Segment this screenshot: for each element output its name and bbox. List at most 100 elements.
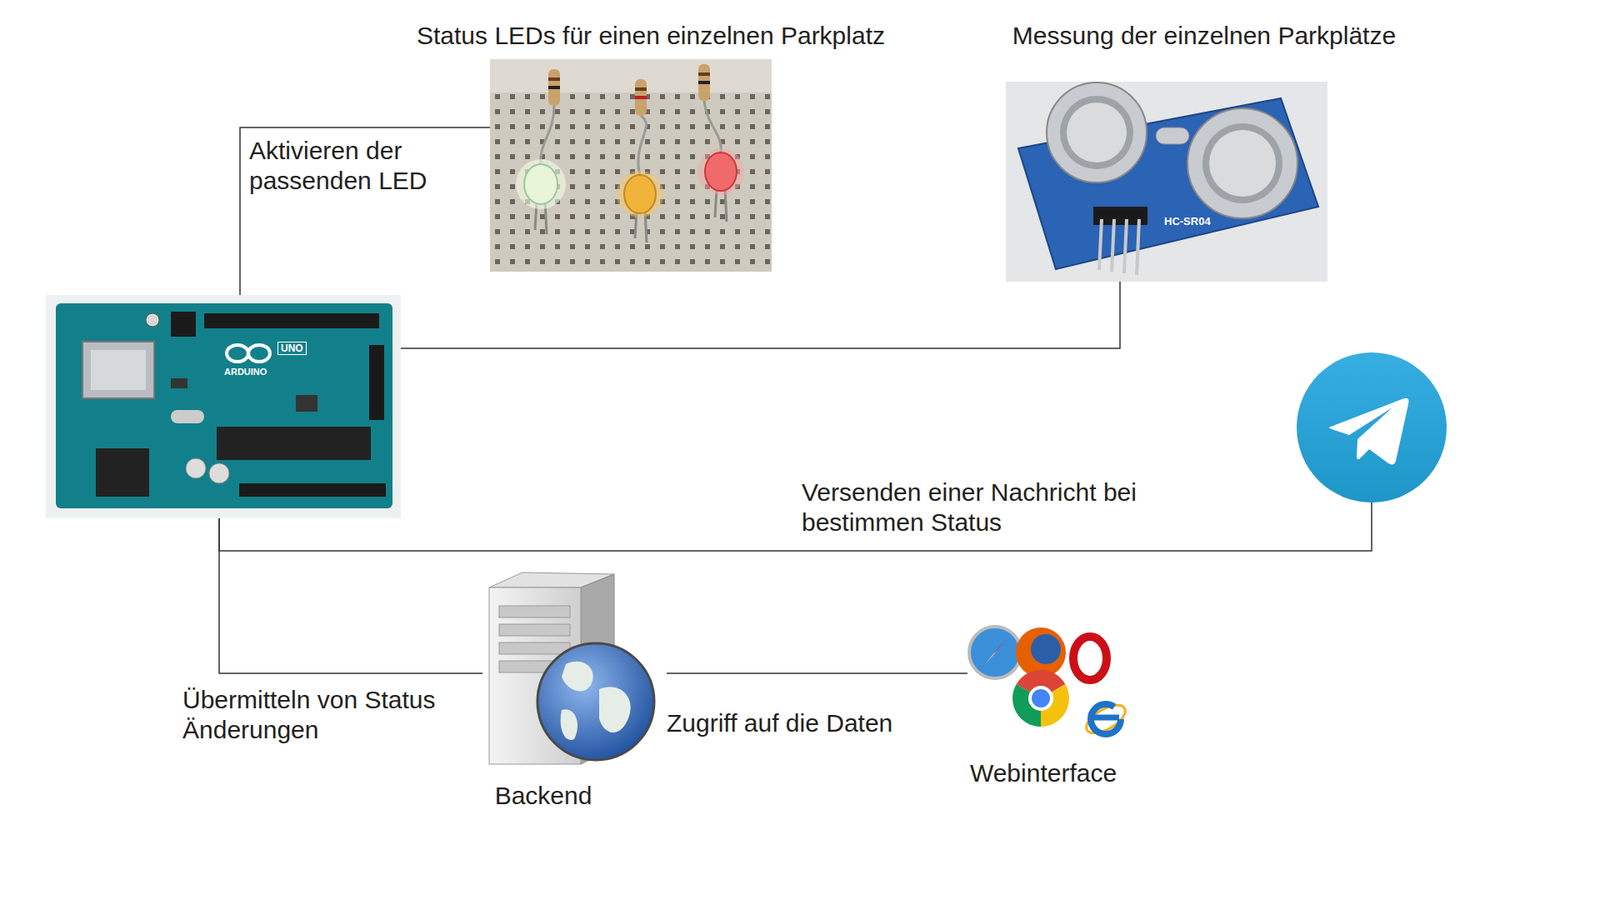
arduino-picture-part: [209, 463, 230, 484]
sensor-picture-part: [1209, 130, 1276, 197]
led-picture-part: [698, 72, 710, 76]
arduino-picture-part: [226, 345, 249, 362]
telegram-icon: [1296, 352, 1447, 503]
led-picture-part: [548, 69, 560, 106]
browser-picture-part: [1081, 700, 1130, 740]
browser-picture-part: [1092, 715, 1120, 721]
browser-picture-part: [1090, 704, 1121, 735]
arduino-picture-part: [295, 395, 318, 412]
browser-picture-part: [1030, 634, 1061, 665]
part-marking: HC-SR04: [1164, 215, 1211, 229]
arduino-picture-part: [95, 448, 150, 497]
led-picture-part: [524, 164, 558, 205]
sensor-picture-part: [1202, 123, 1283, 204]
browser-picture-part: [1028, 685, 1054, 711]
browser-picture-part: [1031, 689, 1050, 708]
sensor-picture-part: [1066, 102, 1127, 163]
browser-picture: [969, 626, 1130, 739]
node-caption: Backend: [495, 780, 593, 811]
sensor-picture-part: [1187, 108, 1298, 219]
backend-server: Backend: [482, 564, 667, 771]
arduino-picture-part: [170, 311, 196, 337]
server-picture-part: [499, 624, 570, 636]
arduino-picture-part: [145, 313, 160, 327]
server-picture-part: [560, 709, 578, 740]
connector-label: Versenden einer Nachricht bei bestimmen …: [801, 477, 1194, 538]
board-marking: ARDUINO: [224, 366, 267, 378]
connector-line: [240, 127, 490, 295]
arduino-picture: [45, 295, 401, 519]
connector-line: [219, 502, 1372, 551]
connector-label: Zugriff auf die Daten: [666, 708, 950, 739]
board-marking: UNO: [277, 341, 307, 355]
led-picture-part: [490, 89, 772, 272]
browser-picture-part: [984, 639, 1006, 666]
server-picture-part: [499, 642, 570, 655]
connector-label: Aktivieren der passenden LED: [249, 135, 475, 196]
led-picture-part: [705, 152, 737, 191]
sensor-picture-part: [1046, 82, 1147, 183]
led-picture-part: [490, 59, 772, 93]
led-picture-part: [548, 77, 560, 81]
server-picture-part: [537, 643, 655, 760]
sensor-picture-part: [1005, 81, 1328, 282]
server-picture-part: [499, 605, 570, 618]
web-browsers: Webinterface: [967, 619, 1129, 742]
telegram-picture-part: [1329, 398, 1410, 465]
connector-line: [219, 518, 483, 674]
arduino-picture-part: [82, 341, 155, 399]
sensor-picture-part: [1124, 219, 1127, 274]
arduino-picture-part: [204, 313, 380, 329]
led-picture-part: [635, 87, 647, 91]
connector-line: [400, 281, 1120, 349]
led-picture-part: [698, 64, 710, 101]
browser-picture-part: [984, 650, 998, 666]
panel-heading: Messung der einzelnen Parkplätze: [1012, 20, 1396, 51]
server-picture: [489, 572, 655, 765]
connector-label: Übermitteln von Status Änderungen: [182, 685, 500, 745]
led-picture-part: [635, 79, 647, 116]
sensor-picture-part: [1099, 219, 1102, 270]
browser-picture-part: [1015, 627, 1066, 678]
telegram-picture-part: [1296, 352, 1447, 503]
server-picture-part: [599, 686, 631, 733]
sensor-picture-part: [1136, 219, 1140, 275]
arduino-picture-part: [239, 483, 386, 497]
arduino-picture-part: [216, 426, 371, 460]
sensor-picture-part: [1155, 127, 1190, 145]
browser-picture-part: [1073, 636, 1107, 680]
led-picture-part: [635, 95, 647, 100]
sensor-module: Messung der einzelnen ParkplätzeHC-SR04: [1005, 81, 1328, 282]
arduino-picture-part: [45, 295, 401, 519]
led-picture-part: [515, 159, 566, 210]
led-picture: [490, 59, 772, 272]
led-picture-part: [624, 175, 656, 214]
arduino-picture-part: [185, 458, 206, 479]
panel-heading: Status LEDs für einen einzelnen Parkplat…: [416, 20, 885, 51]
led-picture-part: [697, 148, 745, 195]
arduino-picture-part: [248, 345, 270, 362]
arduino-picture-part: [369, 345, 385, 420]
led-picture-part: [638, 115, 647, 176]
led-picture-part: [616, 170, 664, 218]
arduino-picture-part: [55, 303, 393, 509]
arduino-board: UNO ARDUINO: [45, 295, 401, 519]
arduino-picture-part: [170, 378, 188, 389]
connector-line: [666, 672, 968, 675]
led-picture-part: [490, 59, 772, 272]
browser-picture-part: [969, 626, 1021, 679]
led-picture-part: [704, 100, 721, 153]
telegram-picture: [1296, 352, 1447, 503]
sensor-picture: [1005, 81, 1328, 282]
sensor-picture-part: [1060, 95, 1134, 170]
arduino-picture-part: [90, 350, 146, 390]
arduino-picture-part: [170, 410, 205, 424]
led-panel: Status LEDs für einen einzelnen Parkplat…: [490, 59, 772, 272]
led-picture-part: [548, 85, 560, 90]
led-picture-part: [540, 105, 555, 166]
sensor-picture-part: [1111, 219, 1115, 272]
node-caption: Webinterface: [970, 758, 1117, 789]
led-picture-part: [698, 80, 710, 85]
